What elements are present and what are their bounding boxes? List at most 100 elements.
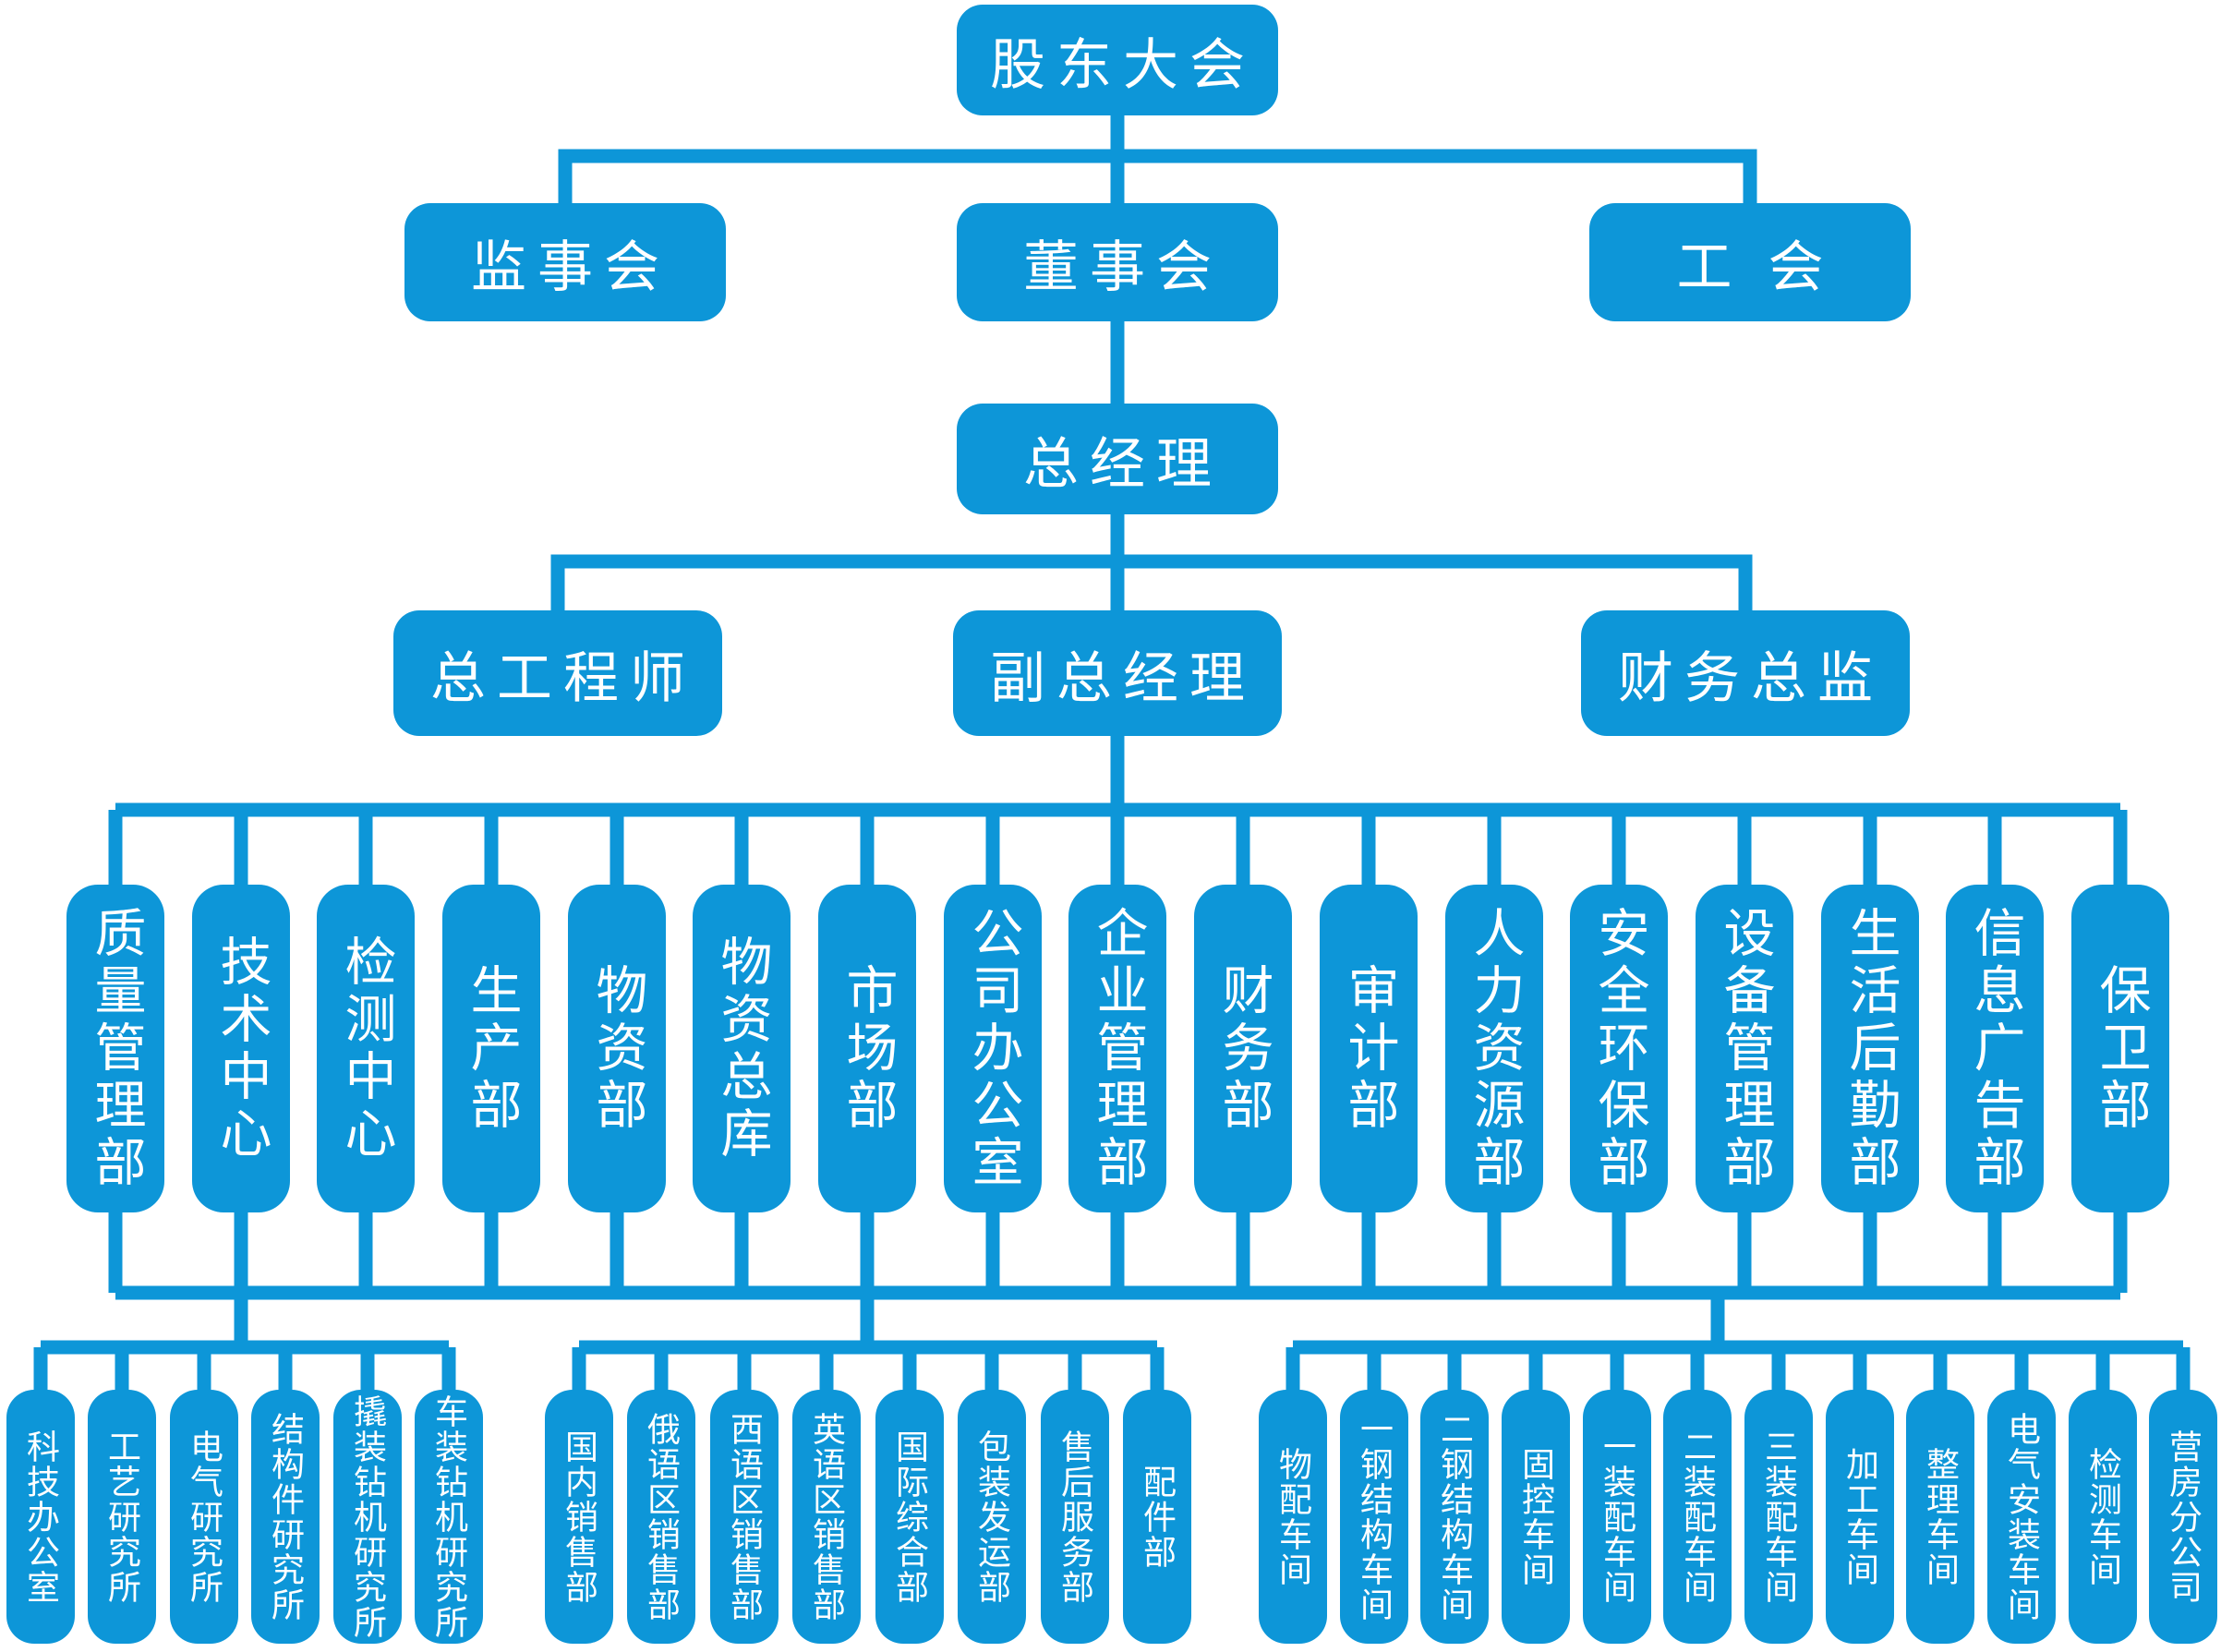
node-label: 工艺研究所 — [103, 1429, 140, 1605]
org-node-solids-control-workshop: 固控车间 — [1502, 1390, 1570, 1644]
org-node-process-research-institute: 工艺研究所 — [88, 1390, 156, 1644]
org-node-materials-central-warehouse: 物资总库 — [693, 885, 791, 1212]
node-label: 电气安装车间 — [2003, 1411, 2040, 1622]
node-label: 检测车间 — [2084, 1446, 2121, 1587]
node-label: 信息广告部 — [1966, 905, 2023, 1192]
node-label: 技术中心 — [212, 934, 270, 1164]
node-label: 企业管理部 — [1089, 905, 1146, 1192]
org-node-russian-region-sales-dept: 俄语区销售部 — [627, 1390, 695, 1644]
node-label: 设备管理部 — [1716, 905, 1773, 1192]
org-node-spanish-region-sales-dept: 西语区销售部 — [710, 1390, 779, 1644]
node-label: 电气研究所 — [186, 1429, 223, 1605]
org-node-finishing-workshop: 整理车间 — [1906, 1390, 1974, 1644]
org-node-labor-union: 工 会 — [1589, 203, 1911, 321]
node-label: 物配车间 — [1274, 1446, 1311, 1587]
org-node-no3-assembly-workshop: 三装配车间 — [1744, 1390, 1813, 1644]
node-label: 俄语区销售部 — [643, 1411, 680, 1622]
org-node-sci-tech-office: 科技办公室 — [6, 1390, 75, 1644]
node-label: 车装钻机研究所 — [430, 1393, 467, 1640]
org-node-after-sales-service-dept: 售后服务部 — [1041, 1390, 1109, 1644]
node-label: 物资部 — [588, 962, 646, 1135]
org-node-shareholders-meeting: 股东大会 — [957, 5, 1278, 115]
org-node-no2-steel-structure-workshop: 二钢结构车间 — [1420, 1390, 1489, 1644]
node-label: 配件部 — [1139, 1464, 1176, 1570]
org-node-human-resources-dept: 人力资源部 — [1445, 885, 1543, 1212]
node-label: 国内销售部 — [561, 1429, 597, 1605]
node-label: 固控车间 — [1517, 1446, 1554, 1587]
node-label: 二钢结构车间 — [1436, 1411, 1473, 1622]
org-node-finance-director: 财务总监 — [1581, 610, 1910, 736]
node-label: 营房分公司 — [2165, 1429, 2202, 1605]
node-label: 质量管理部 — [87, 905, 144, 1192]
node-label: 售后服务部 — [1056, 1429, 1093, 1605]
org-node-english-region-sales-dept: 英语区销售部 — [792, 1390, 861, 1644]
node-label: 加工车间 — [1841, 1446, 1878, 1587]
node-label: 财务部 — [1214, 962, 1272, 1135]
org-node-finance-dept: 财务部 — [1194, 885, 1292, 1212]
node-label: 三装配车间 — [1760, 1429, 1797, 1605]
org-node-packing-shipping-dept: 包装发运部 — [958, 1390, 1026, 1644]
node-label: 物资总库 — [713, 934, 770, 1164]
node-label: 西语区销售部 — [726, 1411, 763, 1622]
org-node-production-dept: 生产部 — [442, 885, 540, 1212]
node-label: 生活后勤部 — [1841, 905, 1899, 1192]
node-label: 包装发运部 — [973, 1429, 1010, 1605]
node-label: 国际综合部 — [891, 1429, 928, 1605]
node-label: 监事会 — [471, 236, 670, 298]
node-label: 董事会 — [1023, 236, 1223, 298]
node-label: 财务总监 — [1618, 647, 1884, 709]
org-node-company-office: 公司办公室 — [944, 885, 1042, 1212]
org-node-audit-dept: 审计部 — [1320, 885, 1418, 1212]
node-label: 撬装钻机研究所 — [349, 1393, 386, 1640]
node-label: 总工程师 — [430, 647, 696, 709]
org-node-enterprise-management-dept: 企业管理部 — [1068, 885, 1166, 1212]
org-node-testing-center: 检测中心 — [317, 885, 415, 1212]
org-node-chief-engineer: 总工程师 — [393, 610, 722, 736]
org-node-marketing-dept: 市场部 — [818, 885, 916, 1212]
org-node-materials-dept: 物资部 — [568, 885, 666, 1212]
node-label: 一钢结构车间 — [1356, 1411, 1393, 1622]
org-node-machining-workshop: 加工车间 — [1826, 1390, 1894, 1644]
org-node-supervisory-board: 监事会 — [404, 203, 726, 321]
org-node-no1-assembly-workshop: 一装配车间 — [1583, 1390, 1651, 1644]
org-node-international-comprehensive-dept: 国际综合部 — [875, 1390, 944, 1644]
org-node-camp-branch-company: 营房分公司 — [2149, 1390, 2217, 1644]
org-node-security-dept: 保卫部 — [2071, 885, 2169, 1212]
org-node-material-distribution-workshop: 物配车间 — [1259, 1390, 1327, 1644]
org-node-spare-parts-dept: 配件部 — [1123, 1390, 1191, 1644]
node-label: 保卫部 — [2092, 962, 2149, 1135]
org-node-truck-mounted-rig-research-institute: 车装钻机研究所 — [415, 1390, 483, 1644]
node-label: 总经理 — [1023, 433, 1223, 495]
org-node-board-of-directors: 董事会 — [957, 203, 1278, 321]
node-label: 人力资源部 — [1466, 905, 1523, 1192]
org-node-equipment-management-dept: 设备管理部 — [1696, 885, 1793, 1212]
org-node-domestic-sales-dept: 国内销售部 — [545, 1390, 613, 1644]
node-label: 公司办公室 — [964, 905, 1021, 1192]
org-node-living-logistics-dept: 生活后勤部 — [1821, 885, 1919, 1212]
org-node-deputy-general-manager: 副总经理 — [953, 610, 1282, 736]
node-label: 工 会 — [1676, 236, 1835, 298]
org-node-no1-steel-structure-workshop: 一钢结构车间 — [1340, 1390, 1408, 1644]
node-label: 市场部 — [839, 962, 896, 1135]
node-label: 检测中心 — [337, 934, 394, 1164]
node-label: 安全环保部 — [1590, 905, 1648, 1192]
node-label: 英语区销售部 — [808, 1411, 845, 1622]
org-node-structural-parts-research-institute: 结构件研究所 — [251, 1390, 320, 1644]
org-node-skid-mounted-rig-research-institute: 撬装钻机研究所 — [333, 1390, 402, 1644]
org-node-inspection-workshop: 检测车间 — [2069, 1390, 2137, 1644]
node-label: 二装配车间 — [1679, 1429, 1716, 1605]
org-node-electrical-research-institute: 电气研究所 — [170, 1390, 238, 1644]
node-label: 生产部 — [463, 962, 520, 1135]
org-node-safety-environment-dept: 安全环保部 — [1570, 885, 1668, 1212]
org-node-general-manager: 总经理 — [957, 404, 1278, 514]
org-node-technology-center: 技术中心 — [192, 885, 290, 1212]
node-label: 科技办公室 — [22, 1429, 59, 1605]
org-node-quality-management-dept: 质量管理部 — [66, 885, 164, 1212]
org-node-no2-assembly-workshop: 二装配车间 — [1663, 1390, 1732, 1644]
node-label: 副总经理 — [990, 647, 1256, 709]
node-label: 整理车间 — [1922, 1446, 1959, 1587]
node-label: 结构件研究所 — [267, 1411, 304, 1622]
node-label: 一装配车间 — [1599, 1429, 1636, 1605]
